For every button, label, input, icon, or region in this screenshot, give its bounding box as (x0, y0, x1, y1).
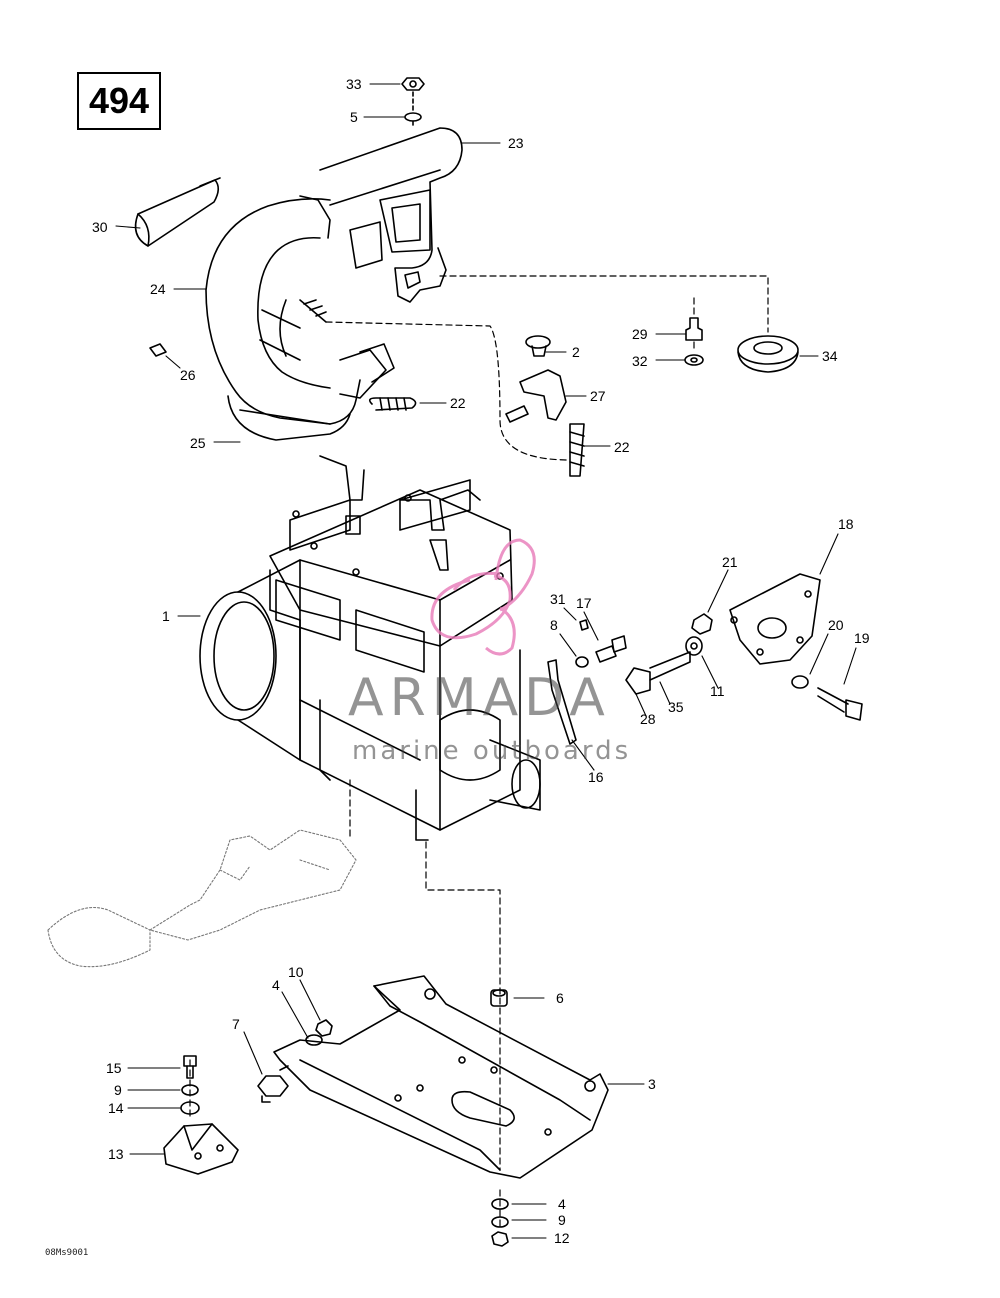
callout-25: 25 (190, 435, 206, 451)
callout-1: 1 (162, 608, 170, 624)
callout-3: 3 (648, 1076, 656, 1092)
callout-12: 12 (554, 1230, 570, 1246)
callout-27: 27 (590, 388, 606, 404)
page-number-box: 494 (77, 72, 161, 130)
bolt-15-part (183, 1055, 197, 1079)
callout-16: 16 (588, 769, 604, 785)
callout-21: 21 (722, 554, 738, 570)
heat-shield-30-part (134, 177, 221, 247)
spacer-6-part (490, 989, 508, 1007)
callout-22-lower: 22 (614, 439, 630, 455)
rubber-stop-2-part (525, 335, 551, 357)
callout-34: 34 (822, 348, 838, 364)
bracket-27-part (505, 369, 567, 423)
washer-14-part (180, 1101, 200, 1115)
callout-26: 26 (180, 367, 196, 383)
washer-9-left-part (181, 1084, 199, 1096)
reference-code: 08Ms9001 (45, 1248, 89, 1258)
callout-4-lower: 4 (558, 1196, 566, 1212)
watermark-subtitle: marine outboards (352, 736, 632, 766)
page-number: 494 (88, 80, 150, 121)
callout-9-lower: 9 (558, 1212, 566, 1228)
nut-10-part (315, 1019, 333, 1037)
callout-6: 6 (556, 990, 564, 1006)
washer-4-upper-part (305, 1034, 323, 1046)
spring-24-top-part (299, 299, 327, 323)
nut-31-part (579, 619, 589, 631)
callout-30: 30 (92, 219, 108, 235)
watermark-title: ARMADA (348, 668, 611, 728)
callout-10: 10 (288, 964, 304, 980)
callout-labels: 33 5 23 30 24 26 25 2 27 29 32 34 22 22 … (92, 76, 870, 1246)
callout-13: 13 (108, 1146, 124, 1162)
engine-block-1-part (199, 455, 541, 841)
callout-11: 11 (710, 683, 725, 699)
callout-32: 32 (632, 353, 648, 369)
callout-17: 17 (576, 595, 592, 611)
washer-8-part (575, 656, 589, 668)
washer-20-part (791, 675, 809, 689)
callout-23: 23 (508, 135, 524, 151)
nut-21-part (691, 613, 713, 635)
nut-12-part (491, 1231, 509, 1247)
pipe-bottom-25-part (227, 395, 351, 441)
spring-22-lower-part (569, 423, 585, 477)
washer-4-lower-part (491, 1198, 509, 1210)
bolt-19-part (817, 687, 863, 721)
callout-20: 20 (828, 617, 844, 633)
dashed-leaders (189, 275, 769, 1231)
mount-13-part (163, 1123, 239, 1175)
bolt-17-part (595, 635, 627, 663)
callout-2: 2 (572, 344, 580, 360)
engine-bracket-18-part (729, 573, 821, 665)
tuned-pipe-24-part (205, 195, 395, 425)
nut-11-part (685, 636, 703, 656)
callout-4-upper: 4 (272, 977, 280, 993)
nut-32-part (684, 354, 704, 366)
washer-5-part (404, 91, 422, 129)
callout-24: 24 (150, 281, 166, 297)
callout-22-upper: 22 (450, 395, 466, 411)
callout-29: 29 (632, 326, 648, 342)
exhaust-manifold-23-part (319, 127, 463, 303)
callout-35: 35 (668, 699, 684, 715)
callout-leaders (115, 83, 857, 1239)
stud-29-part (685, 317, 703, 341)
callout-9-left: 9 (114, 1082, 122, 1098)
callout-5: 5 (350, 109, 358, 125)
callout-14: 14 (108, 1100, 124, 1116)
plate-16-part (547, 659, 577, 745)
callout-19: 19 (854, 630, 870, 646)
callout-7: 7 (232, 1016, 240, 1032)
callout-15: 15 (106, 1060, 122, 1076)
spring-22-upper-part (368, 397, 417, 411)
engine-cradle-3-part (273, 975, 609, 1179)
callout-28: 28 (640, 711, 656, 727)
stud-28-part (625, 651, 691, 695)
callout-31: 31 (550, 591, 566, 607)
grommet-34-part (737, 335, 799, 373)
washer-9-lower-part (491, 1216, 509, 1228)
nut-33-part (401, 77, 425, 91)
callout-33: 33 (346, 76, 362, 92)
exhaust-system-outline (47, 829, 357, 968)
callout-18: 18 (838, 516, 854, 532)
clip-26-part (149, 343, 167, 357)
callout-8: 8 (550, 617, 558, 633)
watermark-logo-icon (430, 538, 536, 656)
motor-mount-7-part (257, 1065, 289, 1103)
